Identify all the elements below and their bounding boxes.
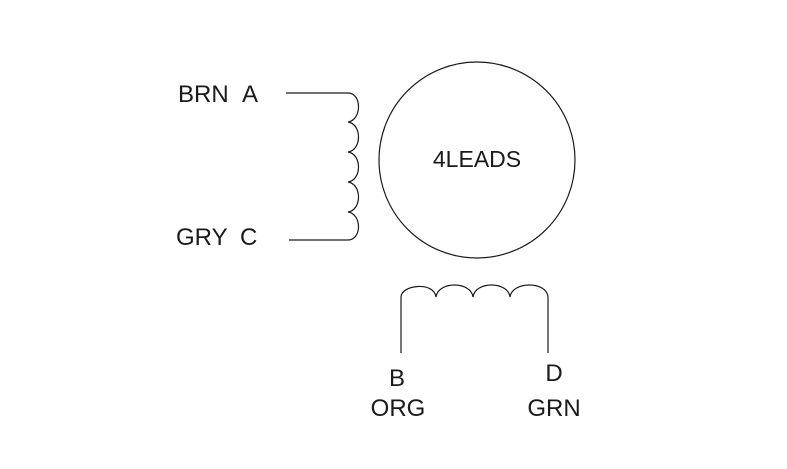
lead-b-color-label: ORG <box>371 395 426 422</box>
lead-a-color-label: BRN <box>178 81 229 108</box>
lead-d-color-label: GRN <box>527 395 580 422</box>
lead-a-letter-label: A <box>242 81 258 108</box>
coil-ac-winding <box>347 92 360 241</box>
lead-d-letter-label: D <box>545 360 562 387</box>
coil-bd <box>400 284 549 353</box>
lead-b-letter-label: B <box>389 365 405 392</box>
lead-c-color-label: GRY <box>176 224 228 251</box>
coil-bd-winding <box>400 284 549 298</box>
motor-body <box>378 61 576 259</box>
lead-c-letter-label: C <box>240 224 257 251</box>
coil-ac <box>286 92 360 241</box>
motor-label: 4LEADS <box>433 146 521 172</box>
